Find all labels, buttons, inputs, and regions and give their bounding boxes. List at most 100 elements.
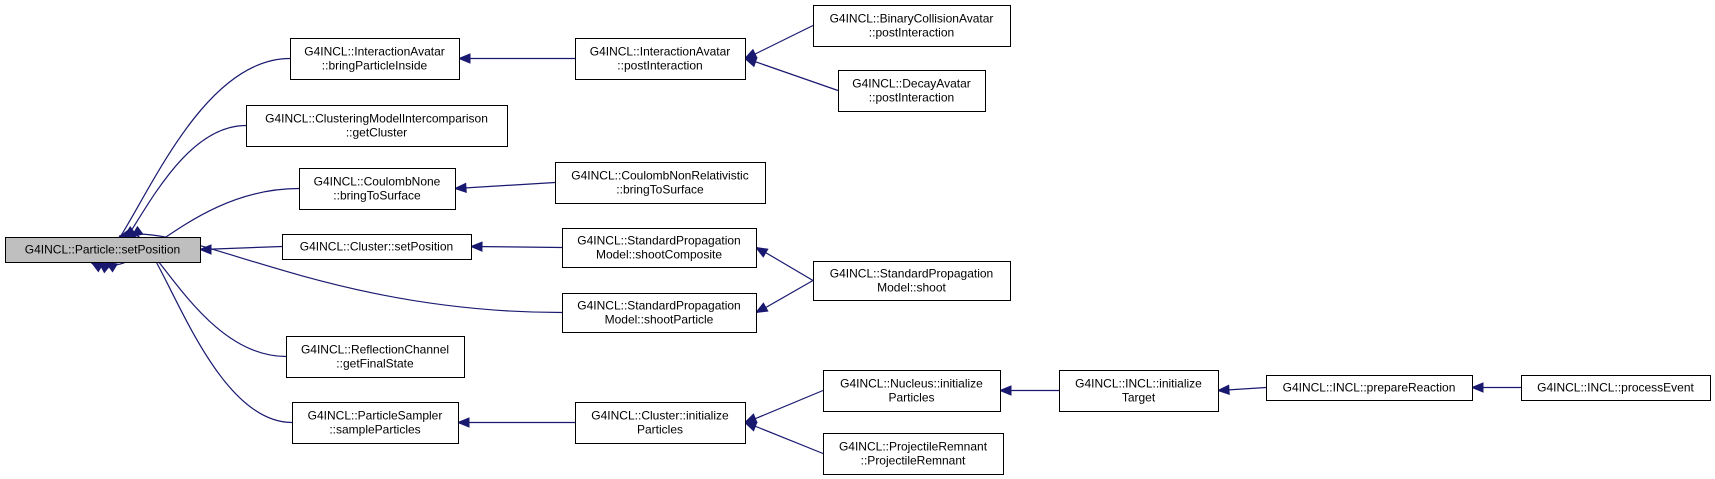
node-psSample[interactable]: G4INCL::ParticleSampler::sampleParticles (292, 402, 459, 444)
node-rcGet[interactable]: G4INCL::ReflectionChannel::getFinalState (286, 336, 465, 378)
node-box (1266, 375, 1473, 401)
node-inclPrep[interactable]: G4INCL::INCL::prepareReaction (1266, 375, 1473, 401)
edge-bcaPost-to-iaPost (743, 24, 814, 60)
node-spmShootPart[interactable]: G4INCL::StandardPropagationModel::shootP… (562, 293, 757, 333)
node-box (5, 237, 201, 263)
edge-line (745, 24, 814, 60)
node-clSetPos[interactable]: G4INCL::Cluster::setPosition (282, 234, 472, 260)
node-label: ::getFinalState (336, 357, 414, 371)
node-label: G4INCL::InteractionAvatar (590, 45, 731, 59)
node-label: Particles (637, 423, 683, 437)
node-box (555, 162, 766, 204)
edge-clInit-to-psSample (456, 417, 575, 428)
node-label: G4INCL::INCL::processEvent (1537, 381, 1694, 395)
arrowhead-icon (743, 48, 758, 60)
node-label: G4INCL::InteractionAvatar (304, 45, 445, 59)
node-label: G4INCL::Nucleus::initialize (840, 377, 983, 391)
node-label: ::sampleParticles (329, 423, 420, 437)
node-label: Model::shootComposite (596, 248, 722, 262)
edge-inclPrep-to-inclInit (1216, 384, 1267, 396)
node-inclProc[interactable]: G4INCL::INCL::processEvent (1521, 375, 1711, 401)
node-label: G4INCL::ReflectionChannel (301, 343, 449, 357)
node-box (1521, 375, 1711, 401)
arrowhead-icon (754, 302, 769, 314)
node-box (286, 336, 465, 378)
edge-spmShoot-to-spmShootPart (754, 279, 814, 314)
node-box (575, 38, 746, 80)
node-label: Target (1122, 391, 1156, 405)
node-label: G4INCL::INCL::initialize (1075, 377, 1202, 391)
edge-line (105, 187, 300, 266)
node-label: ::postInteraction (617, 59, 702, 73)
edge-spmShoot-to-spmShootComp (754, 246, 814, 282)
edge-inclProc-to-inclPrep (1470, 382, 1521, 393)
arrowhead-icon (743, 57, 758, 68)
edge-line (745, 57, 839, 92)
edge-line (200, 245, 283, 251)
edge-daPost-to-iaPost (743, 57, 839, 92)
node-box (838, 70, 986, 112)
node-label: G4INCL::StandardPropagation (830, 267, 993, 281)
node-box (299, 168, 456, 210)
node-spmShootComp[interactable]: G4INCL::StandardPropagationModel::shootC… (562, 228, 757, 268)
edges-layer (90, 24, 1521, 455)
edge-line (130, 234, 293, 424)
node-label: ::postInteraction (869, 26, 954, 40)
node-label: Model::shoot (877, 281, 946, 295)
node-box (562, 293, 757, 333)
node-label: G4INCL::Cluster::setPosition (300, 240, 453, 254)
node-box (813, 261, 1011, 301)
edge-line (471, 245, 563, 249)
edge-line (745, 389, 824, 424)
node-label: G4INCL::Particle::setPosition (25, 243, 180, 257)
node-label: G4INCL::BinaryCollisionAvatar (830, 12, 994, 26)
node-label: G4INCL::StandardPropagation (577, 234, 740, 248)
edge-prRem-to-clInit (743, 421, 824, 455)
node-iaPost[interactable]: G4INCL::InteractionAvatar::postInteracti… (575, 38, 746, 80)
node-label: G4INCL::CoulombNonRelativistic (571, 169, 748, 183)
arrowhead-icon (743, 413, 758, 424)
node-iaBring[interactable]: G4INCL::InteractionAvatar::bringParticle… (290, 38, 460, 80)
node-label: G4INCL::ParticleSampler (308, 409, 443, 423)
edge-nucInit-to-clInit (743, 389, 824, 424)
arrowhead-icon (130, 225, 144, 238)
edge-spmShootComp-to-clSetPos (469, 241, 563, 252)
edge-iaPost-to-iaBring (457, 53, 575, 64)
node-box (823, 370, 1001, 412)
arrowhead-icon (457, 53, 471, 64)
node-setPosition[interactable]: G4INCL::Particle::setPosition (5, 237, 201, 263)
node-label: ::ProjectileRemnant (861, 454, 966, 468)
arrowhead-icon (453, 182, 467, 194)
arrowhead-icon (1470, 382, 1484, 393)
node-cnrBring[interactable]: G4INCL::CoulombNonRelativistic::bringToS… (555, 162, 766, 204)
edge-line (756, 279, 814, 314)
node-box (246, 105, 508, 147)
node-bcaPost[interactable]: G4INCL::BinaryCollisionAvatar::postInter… (813, 5, 1011, 47)
node-label: Model::shootParticle (605, 313, 714, 327)
edge-line (756, 246, 814, 282)
node-label: ::bringToSurface (616, 183, 704, 197)
node-prRem[interactable]: G4INCL::ProjectileRemnant::ProjectileRem… (823, 433, 1004, 475)
node-label: G4INCL::Cluster::initialize (591, 409, 729, 423)
node-cmiGet[interactable]: G4INCL::ClusteringModelIntercomparison::… (246, 105, 508, 147)
arrowhead-icon (743, 421, 758, 432)
nodes-layer: G4INCL::Particle::setPosition G4INCL::Int… (5, 5, 1711, 475)
node-box (813, 5, 1011, 47)
node-box (823, 433, 1004, 475)
node-cnBring[interactable]: G4INCL::CoulombNone::bringToSurface (299, 168, 456, 210)
node-label: Particles (888, 391, 934, 405)
node-box (292, 402, 459, 444)
node-box (575, 402, 746, 444)
node-box (290, 38, 460, 80)
node-box (562, 228, 757, 268)
node-label: ::postInteraction (869, 91, 954, 105)
arrowhead-icon (456, 417, 470, 428)
edge-line (745, 421, 824, 455)
edge-line (455, 181, 556, 190)
node-daPost[interactable]: G4INCL::DecayAvatar::postInteraction (838, 70, 986, 112)
